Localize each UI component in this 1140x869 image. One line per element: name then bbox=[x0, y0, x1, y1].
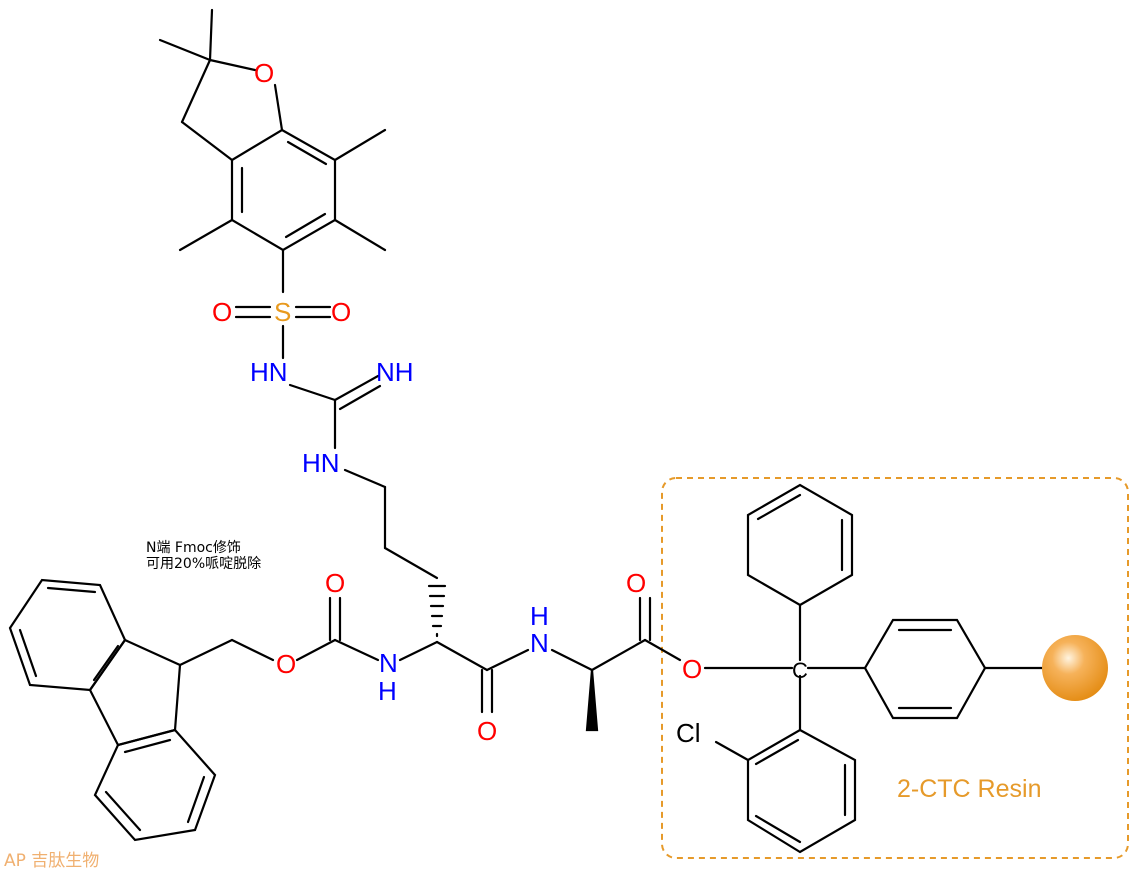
atom-cl: Cl bbox=[676, 718, 701, 748]
note-line-2: 可用20%哌啶脱除 bbox=[146, 556, 262, 572]
atom-o: O bbox=[477, 716, 497, 746]
atom-o: O bbox=[682, 654, 702, 684]
atom-c: C bbox=[792, 658, 808, 683]
atom-nh: HN bbox=[250, 357, 288, 387]
atom-h: H bbox=[530, 601, 549, 631]
atom-o: O bbox=[212, 297, 232, 327]
resin-label: 2-CTC Resin bbox=[897, 775, 1042, 803]
atom-n: N bbox=[379, 648, 398, 678]
atom-s: S bbox=[274, 297, 291, 327]
atom-labels: O S O O HN NH HN O O N H O N H O O C Cl bbox=[212, 58, 808, 748]
atom-o: O bbox=[331, 297, 351, 327]
fmoc-note: N端 Fmoc修饰 可用20%哌啶脱除 bbox=[146, 540, 261, 572]
atom-o: O bbox=[276, 649, 296, 679]
note-line-1: N端 Fmoc修饰 bbox=[146, 540, 241, 556]
atom-nh: NH bbox=[376, 357, 414, 387]
atom-o: O bbox=[626, 568, 646, 598]
atom-o: O bbox=[325, 568, 345, 598]
atom-nh: HN bbox=[302, 448, 340, 478]
watermark-logo: AP 吉肽生物 bbox=[4, 851, 100, 869]
resin-bead-icon bbox=[1042, 635, 1108, 701]
atom-h: H bbox=[378, 676, 397, 706]
atom-o: O bbox=[254, 58, 274, 88]
atom-n: N bbox=[530, 628, 549, 658]
bonds bbox=[8, 8, 1044, 854]
